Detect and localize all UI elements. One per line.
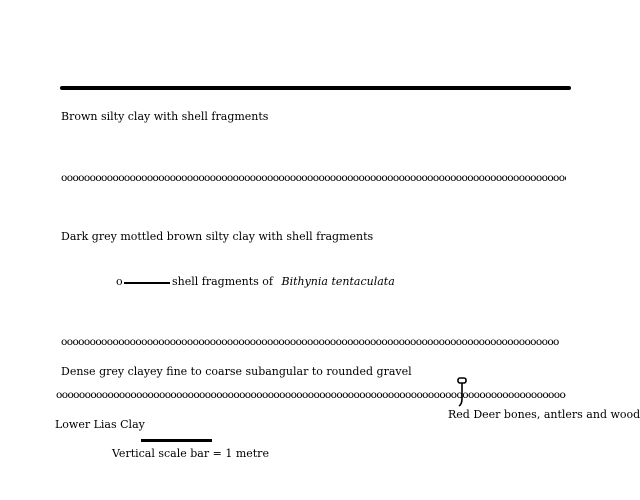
layer-boundary-3: oooooooooooooooooooooooooooooooooooooooo…	[56, 389, 566, 401]
layer-1-label: Brown silty clay with shell fragments	[61, 110, 269, 123]
scale-bar	[141, 439, 212, 442]
legend-text: shell fragments of Bithynia tentaculata	[172, 275, 395, 289]
layer-3-label: Dense grey clayey fine to coarse subangu…	[61, 365, 412, 378]
shell-symbol: o	[116, 275, 123, 288]
legend-species: Bithynia tentaculata	[281, 275, 395, 288]
find-location-marker-icon	[457, 377, 467, 407]
legend-label: shell fragments of	[172, 275, 273, 288]
find-label: Red Deer bones, antlers and wood	[448, 408, 640, 421]
legend-leader-line	[124, 282, 170, 284]
ground-surface-line	[60, 86, 571, 90]
scale-label: Vertical scale bar = 1 metre	[112, 447, 269, 460]
layer-2-label: Dark grey mottled brown silty clay with …	[61, 230, 374, 243]
layer-boundary-2: oooooooooooooooooooooooooooooooooooooooo…	[61, 336, 559, 348]
layer-4-label: Lower Lias Clay	[55, 418, 145, 431]
layer-boundary-1: oooooooooooooooooooooooooooooooooooooooo…	[61, 172, 566, 184]
